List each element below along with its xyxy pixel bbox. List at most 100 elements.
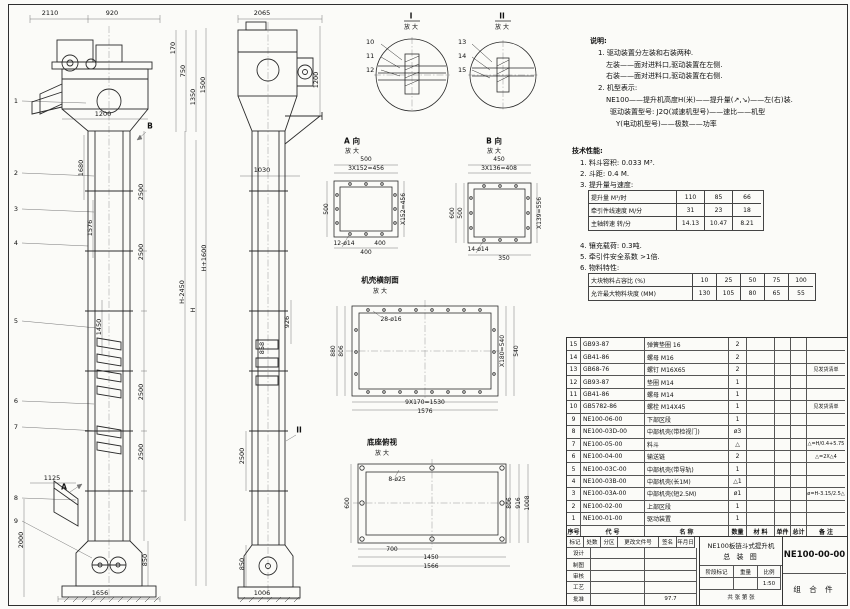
bom-row: 1 NE100-01-00 驱动装置 1 [567,512,847,525]
bom-cell-material [747,387,775,401]
centerlines [108,22,538,600]
dim-front-1576: 1576 [85,219,94,237]
balloon-number: 13 [458,38,467,46]
signature-role: 工艺 [567,582,591,594]
bom-cell-remark [807,462,845,474]
title-block-revision-area: 标记 处数 分区 更改文件号 签名 年月日 设计 制图 审核 [567,537,700,606]
bom-cell-name: 料斗 [645,437,729,450]
balloon-9: 9 [13,516,19,525]
tb-label-date: 年月日 [677,537,695,548]
tech-item-3: 3. 提升量与速度: [580,181,634,189]
bom-cell-total-weight [791,449,807,463]
title-block-right: NE100-00-00 组 合 件 [783,537,846,605]
bom-cell-no: 7 [567,437,581,450]
dim-vb-holes: 14-ø14 [467,246,489,253]
bom-cell-unit-weight [775,499,791,513]
bom-cell-remark [807,375,845,387]
tech-item-5: 5. 牵引件安全系数 >1倍. [580,253,660,261]
balloon-5: 5 [13,316,19,325]
bom-row: 9 NE100-06-00 下部区段 1 [567,412,847,426]
drawing-title-line1: NE100板链斗式提升机 [707,542,775,550]
dim-va-500-top: 500 [360,156,372,163]
tech-cell-v2: 23 [705,204,733,217]
dim-front-170: 170 [168,41,177,55]
bom-header-remark: 备 注 [807,524,845,537]
bom-cell-total-weight [791,437,807,450]
bom-cell-name: 驱动装置 [645,512,729,525]
tech-cell-label: 大块物料占容比 (%) [589,274,693,287]
bom-cell-remark: 见发货清单 [807,362,845,375]
dim-front-1450: 1450 [94,318,103,336]
dim-side-2500: 2500 [237,447,246,465]
bom-header-row: 序号 代 号 名 称 数量 材 料 单件 总计 备 注 [567,524,847,537]
part-type: 组 合 件 [793,585,836,594]
tech-table-row: 主轴转速 转/分 14.13 10.47 8.21 [589,217,763,230]
tb-label-zone: 分区 [601,537,618,548]
bom-row: 5 NE100-03C-00 中部机壳(带导轨) 1 [567,462,847,475]
view-a-title: A 向 [344,136,360,146]
tech-cell-v4: 65 [765,287,789,300]
dim-side-1200: 1200 [311,71,320,89]
bom-cell-qty: 2 [729,338,747,351]
tech-cell-v2: 85 [705,191,733,204]
detail-ii-title: II [499,11,505,21]
bom-cell-code: NE100-05-00 [581,437,645,450]
dim-base-700: 700 [386,546,398,553]
bom-cell-name: 螺栓 M14X45 [645,400,729,413]
bom-cell-remark: △=H/0.4+5.75 [807,437,845,450]
tech-cell-v2: 105 [717,287,741,300]
bom-cell-total-weight [791,362,807,376]
scale-value: 1:50 [758,578,781,590]
bom-row: 10 GB5782-86 螺栓 M14X45 1 见发货清单 [567,400,847,413]
bom-row: 7 NE100-05-00 料斗 △ △=H/0.4+5.75 [567,437,847,450]
signature-role: 审核 [567,570,591,583]
tech-table-row: 允许最大物料块度 (MM) 130 105 80 65 55 [589,287,815,300]
bom-cell-qty: △1 [729,474,747,488]
bom-header-no: 序号 [567,524,581,537]
bom-cell-name: 中部机壳(短2.5M) [645,487,729,500]
tech-cell-label: 主轴转速 转/分 [589,217,677,230]
dim-vb-600: 600 [449,207,456,219]
dim-sec-holes: 28-ø16 [380,316,402,323]
dim-sec-x180: X180=540 [499,334,506,368]
signature-date [645,582,697,594]
view-a-scale: 放 大 [345,148,359,155]
bom-cell-qty: 2 [729,449,747,463]
dim-front-2500-3: 2500 [136,383,145,401]
note-line-2: 左装——面对进料口,驱动装置在左侧. [606,61,723,69]
tech-cell-label: 提升量 M³/时 [589,191,677,204]
drawing-title-line2: 总 装 图 [723,553,759,561]
bom-header-qty: 数量 [729,524,747,537]
bom-cell-no: 5 [567,462,581,475]
tech-cell-v1: 130 [693,287,717,300]
detail-views [333,20,537,544]
dim-side-858: 858 [257,341,266,355]
bom-header-material: 材 料 [747,524,775,537]
bom-cell-remark: △=2X△4 [807,449,845,462]
bom-cell-name: 中部机壳(长1M) [645,474,729,488]
revision-header-row: 标记 处数 分区 更改文件号 签名 年月日 [567,537,699,548]
dim-front-top-right: 920 [105,8,119,17]
bom-cell-code: NE100-01-00 [581,512,645,525]
note-line-1: 1. 驱动装置分左装和右装两种. [598,49,694,57]
bom-header-total-weight: 总计 [791,524,807,537]
detail-i-title: I [409,11,413,21]
bom-cell-qty: 1 [729,512,747,525]
bom-row: 11 GB41-86 螺母 M14 1 [567,387,847,401]
bom-cell-no: 10 [567,400,581,413]
dim-front-750: 750 [178,64,187,78]
bom-cell-no: 6 [567,449,581,463]
dim-va-holes: 12-ø14 [333,240,355,247]
signature-date: 97.7 [645,593,697,606]
notes-heading: 说明: [590,37,607,45]
bom-cell-code: NE100-02-00 [581,499,645,513]
tech-item-2: 2. 斗距: 0.4 M. [580,170,630,178]
dim-side-1006: 1006 [253,588,271,597]
bom-cell-name: 中部机壳(带检视门) [645,425,729,438]
bom-cell-total-weight [791,350,807,363]
bom-cell-material [747,512,775,525]
tech-cell-v1: 31 [677,204,705,217]
signature-row: 审核 [567,570,699,583]
